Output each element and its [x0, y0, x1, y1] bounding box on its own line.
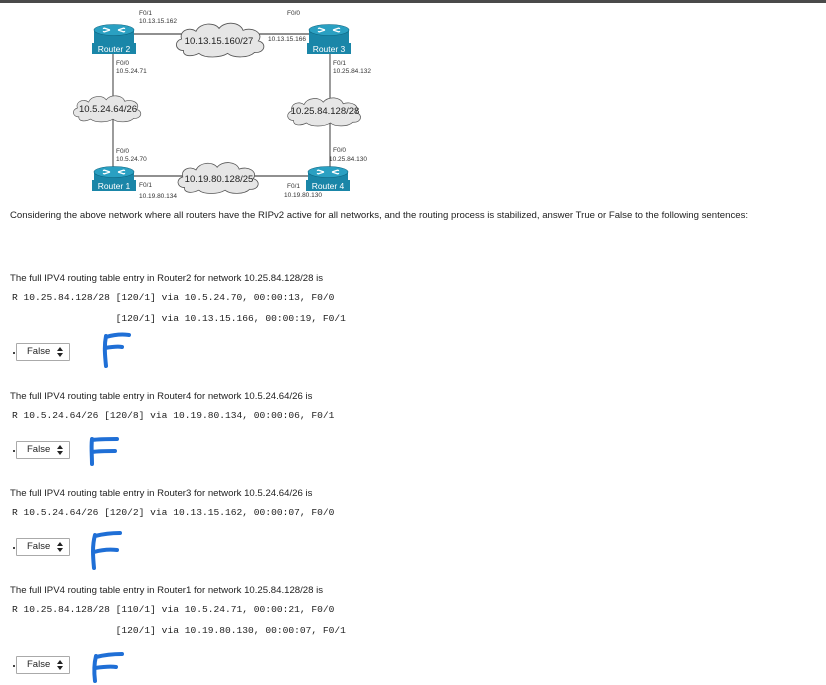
handwritten-f-mark — [89, 437, 119, 466]
cloud-bottom: 10.19.80.128/25 — [177, 162, 259, 194]
question-1-answer-select[interactable]: False ▲ — [16, 343, 70, 361]
handwritten-f-mark — [102, 332, 131, 368]
cloud-left: 10.5.24.64/26 — [72, 95, 142, 123]
router-4-label: Router 4 — [312, 181, 345, 191]
router-3-label: Router 3 — [313, 44, 346, 54]
updown-arrow-icon — [57, 542, 63, 552]
r3-f00-ip: 10.13.15.166 — [268, 36, 306, 43]
r4-f00-ip: 10.25.84.130 — [329, 156, 367, 163]
r2-f00: F0/0 — [116, 60, 129, 67]
question-2-answer-value: False — [27, 444, 51, 455]
question-4-answer-value: False — [27, 659, 51, 670]
router-1-label: Router 1 — [98, 181, 131, 191]
cloud-right-label: 10.25.84.128/28 — [291, 106, 360, 117]
question-2-answer-select[interactable]: False ▲ — [16, 441, 70, 459]
top-border — [0, 0, 826, 3]
r2-f01-ip: 10.13.15.162 — [139, 18, 177, 25]
cloud-top: 10.13.15.160/27 — [175, 22, 265, 58]
question-1-text: The full IPV4 routing table entry in Rou… — [10, 273, 324, 284]
handwritten-f-mark — [91, 531, 122, 570]
r4-f00: F0/0 — [333, 147, 346, 154]
r1-f00: F0/0 — [116, 148, 129, 155]
question-4-route-line-1: R 10.25.84.128/28 [110/1] via 10.5.24.71… — [12, 604, 335, 615]
r2-f01: F0/1 — [139, 10, 152, 17]
updown-arrow-icon — [57, 347, 63, 357]
question-3-answer-select[interactable]: False ▲ — [16, 538, 70, 556]
router-4: Router 4 — [306, 165, 350, 191]
updown-arrow-icon — [57, 660, 63, 670]
router-2-label: Router 2 — [98, 44, 131, 54]
r1-f01-ip: 10.19.80.134 — [139, 193, 177, 200]
interface-labels: F0/1 10.13.15.162 F0/0 10.5.24.71 F0/0 1… — [116, 10, 371, 200]
cloud-top-label: 10.13.15.160/27 — [185, 36, 254, 47]
bullet-dot — [13, 665, 15, 667]
question-4-answer-select[interactable]: False ▲ — [16, 656, 70, 674]
question-1-route-line-1: R 10.25.84.128/28 [120/1] via 10.5.24.70… — [12, 292, 335, 303]
cloud-left-label: 10.5.24.64/26 — [79, 104, 137, 115]
bullet-dot — [13, 352, 15, 354]
r3-f01-ip: 10.25.84.132 — [333, 68, 371, 75]
updown-arrow-icon — [57, 445, 63, 455]
handwritten-f-mark — [92, 652, 124, 683]
question-1-answer-value: False — [27, 346, 51, 357]
r1-f01: F0/1 — [139, 182, 152, 189]
cloud-bottom-label: 10.19.80.128/25 — [185, 174, 254, 185]
question-3-answer-value: False — [27, 541, 51, 552]
router-2: Router 2 — [92, 23, 136, 54]
cloud-right: 10.25.84.128/28 — [287, 97, 361, 127]
bullet-dot — [13, 547, 15, 549]
question-4-text: The full IPV4 routing table entry in Rou… — [10, 585, 324, 596]
r4-f01: F0/1 — [287, 183, 300, 190]
r3-f01: F0/1 — [333, 60, 346, 67]
r3-f00: F0/0 — [287, 10, 300, 17]
question-3-route-line-1: R 10.5.24.64/26 [120/2] via 10.13.15.162… — [12, 507, 335, 518]
question-intro: Considering the above network where all … — [10, 210, 749, 221]
network-diagram: 10.13.15.160/27 10.5.24.64/26 10.25.84.1… — [72, 10, 371, 200]
question-2-text: The full IPV4 routing table entry in Rou… — [10, 391, 313, 402]
bullet-dot — [13, 450, 15, 452]
question-4-route-line-2: [120/1] via 10.19.80.130, 00:00:07, F0/1 — [12, 625, 346, 636]
r1-f00-ip: 10.5.24.70 — [116, 156, 147, 163]
question-1-route-line-2: [120/1] via 10.13.15.166, 00:00:19, F0/1 — [12, 313, 346, 324]
r2-f00-ip: 10.5.24.71 — [116, 68, 147, 75]
router-3: Router 3 — [307, 23, 351, 54]
r4-f01-ip: 10.19.80.130 — [284, 192, 322, 199]
question-3-text: The full IPV4 routing table entry in Rou… — [10, 488, 313, 499]
router-1: Router 1 — [92, 165, 136, 191]
question-2-route-line-1: R 10.5.24.64/26 [120/8] via 10.19.80.134… — [12, 410, 335, 421]
